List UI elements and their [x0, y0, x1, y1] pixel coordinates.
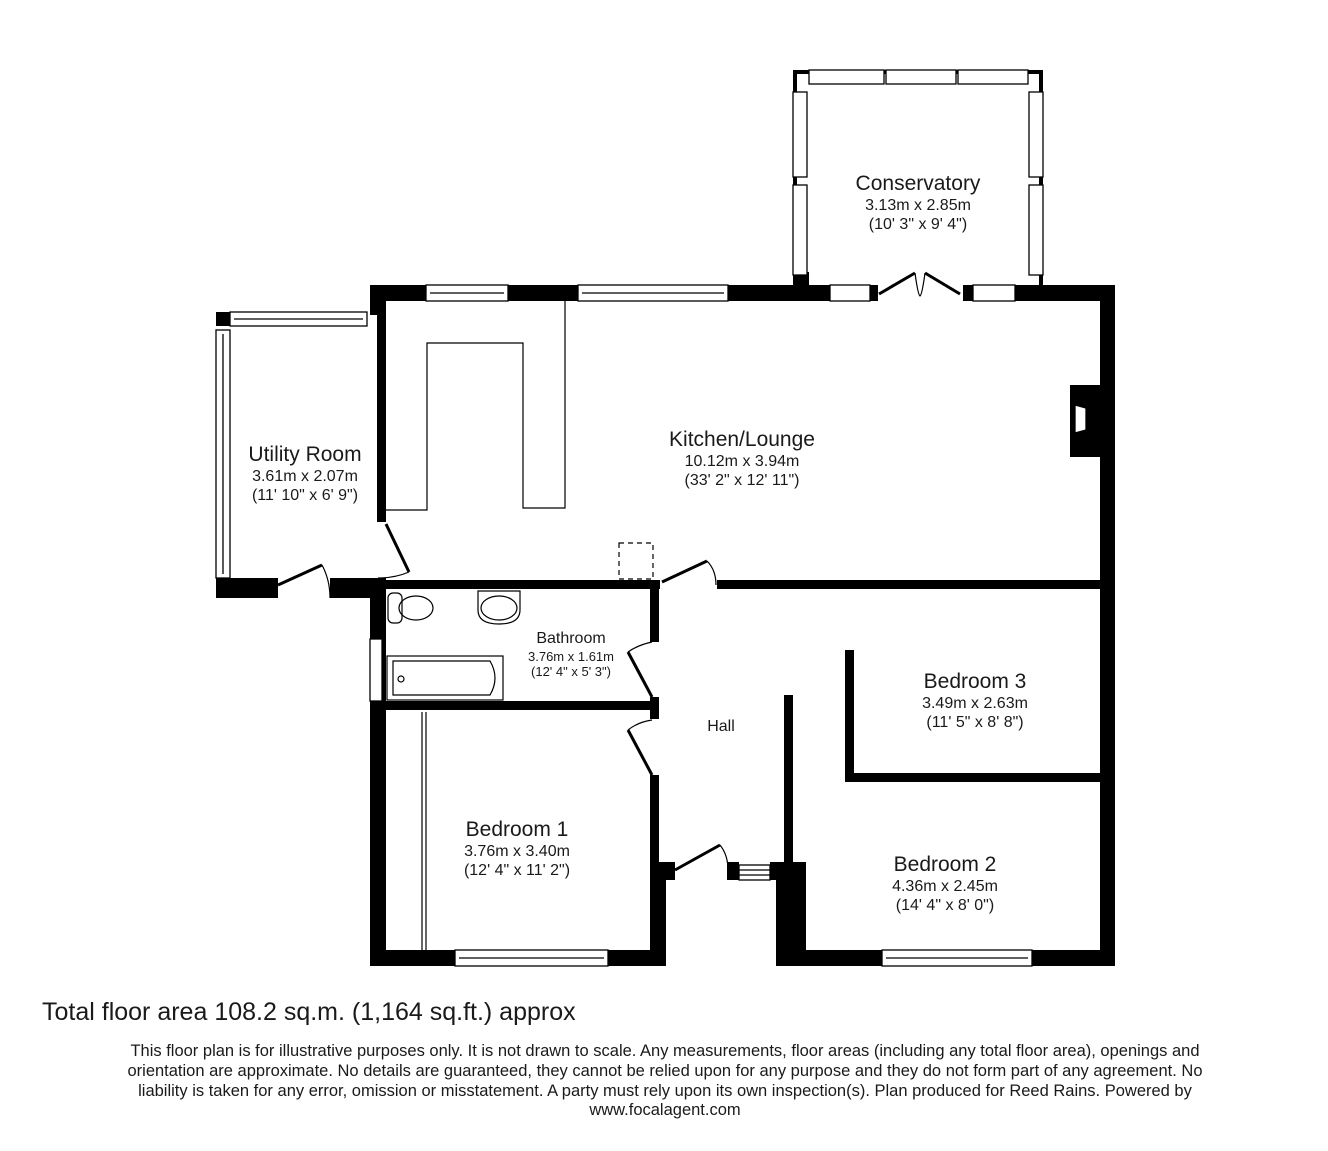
- room-name: Bedroom 2: [893, 853, 997, 876]
- room-name: Bathroom: [536, 630, 606, 647]
- room-dimensions-metric: 4.36m x 2.45m: [892, 877, 998, 895]
- doors: [277, 271, 961, 872]
- room-dimensions-metric: 10.12m x 3.94m: [684, 452, 800, 470]
- room-dimensions-imperial: (10' 3" x 9' 4"): [868, 215, 968, 233]
- room-name: Bedroom 3: [923, 670, 1027, 693]
- room-kitchen-lounge: Kitchen/Lounge 10.12m x 3.94m (33' 2" x …: [669, 428, 815, 491]
- room-dimensions-imperial: (33' 2" x 12' 11"): [684, 471, 800, 489]
- room-dimensions-metric: 3.76m x 3.40m: [464, 842, 570, 860]
- room-name: Kitchen/Lounge: [669, 428, 815, 451]
- room-name: Bedroom 1: [465, 818, 569, 841]
- disclaimer: This floor plan is for illustrative purp…: [40, 1042, 1290, 1121]
- disclaimer-link[interactable]: www.focalagent.com: [589, 1101, 741, 1120]
- room-utility: Utility Room 3.61m x 2.07m (11' 10" x 6'…: [248, 443, 361, 506]
- room-bathroom: Bathroom 3.76m x 1.61m (12' 4" x 5' 3"): [528, 630, 614, 680]
- disclaimer-line: orientation are approximate. No details …: [127, 1061, 1203, 1080]
- room-name: Conservatory: [855, 172, 981, 195]
- room-dimensions-imperial: (11' 5" x 8' 8"): [926, 713, 1024, 731]
- room-conservatory: Conservatory 3.13m x 2.85m (10' 3" x 9' …: [856, 172, 981, 235]
- disclaimer-line: This floor plan is for illustrative purp…: [130, 1042, 1200, 1060]
- room-bedroom-2: Bedroom 2 4.36m x 2.45m (14' 4" x 8' 0"): [892, 853, 998, 916]
- room-dimensions-metric: 3.49m x 2.63m: [922, 694, 1028, 712]
- floor-plan-drawing: [215, 69, 1115, 967]
- fixtures: [386, 301, 654, 950]
- room-bedroom-3: Bedroom 3 3.49m x 2.63m (11' 5" x 8' 8"): [922, 670, 1028, 733]
- room-dimensions-metric: 3.13m x 2.85m: [865, 196, 971, 214]
- room-dimensions-metric: 3.61m x 2.07m: [252, 467, 358, 485]
- room-dimensions-imperial: (11' 10" x 6' 9"): [251, 486, 359, 504]
- room-name: Utility Room: [248, 443, 362, 466]
- room-dimensions-metric: 3.76m x 1.61m: [528, 648, 614, 664]
- room-dimensions-imperial: (12' 4" x 5' 3"): [531, 664, 611, 680]
- total-floor-area: Total floor area 108.2 sq.m. (1,164 sq.f…: [42, 998, 576, 1026]
- windows: [215, 69, 1087, 967]
- room-dimensions-imperial: (12' 4" x 11' 2"): [463, 861, 571, 879]
- room-hall: Hall: [707, 718, 735, 737]
- disclaimer-line: liability is taken for any error, omissi…: [138, 1081, 1192, 1100]
- room-dimensions-imperial: (14' 4" x 8' 0"): [895, 896, 995, 914]
- room-bedroom-1: Bedroom 1 3.76m x 3.40m (12' 4" x 11' 2"…: [464, 818, 570, 881]
- room-name: Hall: [707, 718, 735, 735]
